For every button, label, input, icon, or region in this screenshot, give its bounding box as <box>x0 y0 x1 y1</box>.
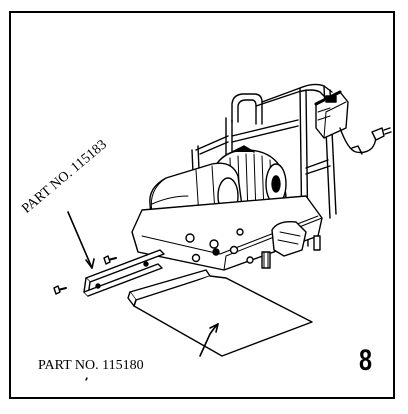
exciter <box>236 220 321 269</box>
leader-arrows <box>67 211 219 381</box>
bracket-part-115183 <box>83 249 165 297</box>
loose-bolts <box>53 255 117 295</box>
bottom-plate-part-115180 <box>127 269 313 357</box>
switch-box <box>314 90 392 155</box>
step-number: 8 <box>359 344 373 377</box>
part-label-115180: PART NO. 115180 <box>38 358 144 373</box>
